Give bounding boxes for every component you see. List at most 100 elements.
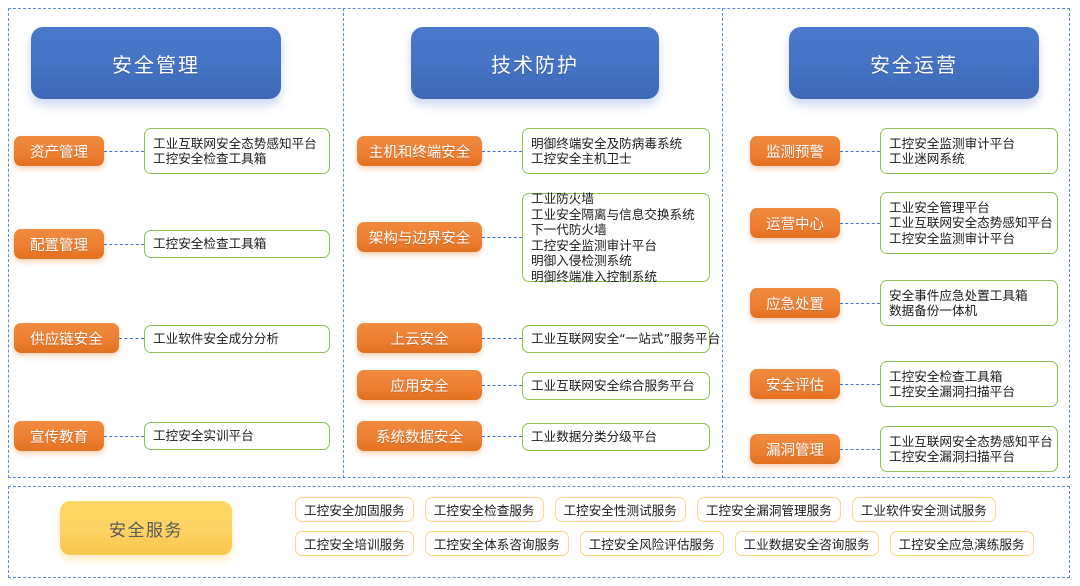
connector-line bbox=[840, 384, 880, 385]
service-tag[interactable]: 工控安全培训服务 bbox=[295, 531, 414, 556]
detail-line: 工控安全监测审计平台 bbox=[531, 237, 657, 253]
category-host-endpoint-security[interactable]: 主机和终端安全 bbox=[357, 136, 482, 166]
category-supply-chain-security[interactable]: 供应链安全 bbox=[14, 323, 119, 353]
category-vulnerability-management[interactable]: 漏洞管理 bbox=[750, 434, 840, 464]
detail-box-monitoring-warning: 工控安全监测审计平台 工业迷网系统 bbox=[880, 128, 1058, 174]
category-system-data-security[interactable]: 系统数据安全 bbox=[357, 421, 482, 451]
upper-panel bbox=[8, 8, 1070, 478]
connector-line bbox=[104, 244, 144, 245]
detail-line: 工业互联网安全“一站式”服务平台 bbox=[531, 331, 721, 347]
connector-line bbox=[104, 436, 144, 437]
column-header-technical-protection[interactable]: 技术防护 bbox=[411, 27, 659, 99]
detail-line: 明御终端准入控制系统 bbox=[531, 268, 657, 284]
detail-line: 工控安全漏洞扫描平台 bbox=[889, 384, 1015, 399]
connector-line bbox=[840, 151, 880, 152]
category-publicity-education[interactable]: 宣传教育 bbox=[14, 421, 104, 451]
category-operations-center[interactable]: 运营中心 bbox=[750, 208, 840, 238]
connector-line bbox=[482, 338, 522, 339]
service-tag[interactable]: 工业软件安全测试服务 bbox=[851, 497, 996, 522]
services-header[interactable]: 安全服务 bbox=[60, 501, 232, 555]
detail-line: 明御终端安全及防病毒系统 bbox=[531, 135, 683, 151]
category-security-assessment[interactable]: 安全评估 bbox=[750, 369, 840, 399]
connector-line bbox=[482, 436, 522, 437]
category-architecture-boundary-security[interactable]: 架构与边界安全 bbox=[357, 222, 482, 252]
category-cloud-security[interactable]: 上云安全 bbox=[357, 323, 482, 353]
category-configuration-management[interactable]: 配置管理 bbox=[14, 229, 104, 259]
connector-line bbox=[840, 303, 880, 304]
detail-line: 工业软件安全成分分析 bbox=[153, 331, 279, 347]
detail-line: 数据备份一体机 bbox=[889, 303, 978, 318]
service-tag[interactable]: 工控安全性测试服务 bbox=[554, 497, 686, 522]
detail-line: 工控安全监测审计平台 bbox=[889, 135, 1015, 151]
connector-line bbox=[119, 338, 144, 339]
detail-line: 工控安全检查工具箱 bbox=[889, 368, 1003, 384]
service-tag[interactable]: 工业数据安全咨询服务 bbox=[734, 531, 879, 556]
category-label: 供应链安全 bbox=[30, 331, 103, 348]
detail-box-asset-management: 工业互联网安全态势感知平台 工控安全检查工具箱 bbox=[144, 128, 330, 174]
category-asset-management[interactable]: 资产管理 bbox=[14, 136, 104, 166]
detail-box-application-security: 工业互联网安全综合服务平台 bbox=[522, 372, 710, 400]
detail-line: 工业互联网安全态势感知平台 bbox=[889, 215, 1053, 231]
detail-line: 工业防火墙 bbox=[531, 191, 594, 206]
category-application-security[interactable]: 应用安全 bbox=[357, 370, 482, 400]
detail-box-supply-chain-security: 工业软件安全成分分析 bbox=[144, 325, 330, 353]
services-title: 安全服务 bbox=[109, 520, 183, 541]
connector-line bbox=[482, 385, 522, 386]
column-divider-2 bbox=[722, 8, 723, 478]
detail-line: 工控安全监测审计平台 bbox=[889, 230, 1015, 246]
service-tag[interactable]: 工控安全应急演练服务 bbox=[889, 531, 1034, 556]
detail-box-system-data-security: 工业数据分类分级平台 bbox=[522, 423, 710, 451]
service-tag-row-2: 工控安全培训服务 工控安全体系咨询服务 工控安全风险评估服务 工业数据安全咨询服… bbox=[295, 531, 1055, 556]
category-label: 资产管理 bbox=[30, 144, 88, 161]
connector-line bbox=[840, 223, 880, 224]
detail-box-emergency-response: 安全事件应急处置工具箱 数据备份一体机 bbox=[880, 280, 1058, 326]
service-tag-grid: 工控安全加固服务 工控安全检查服务 工控安全性测试服务 工控安全漏洞管理服务 工… bbox=[295, 497, 1055, 565]
service-tag-row-1: 工控安全加固服务 工控安全检查服务 工控安全性测试服务 工控安全漏洞管理服务 工… bbox=[295, 497, 1055, 522]
category-label: 安全评估 bbox=[766, 377, 824, 394]
detail-line: 工控安全漏洞扫描平台 bbox=[889, 449, 1015, 464]
detail-line: 工业互联网安全态势感知平台 bbox=[889, 433, 1053, 449]
category-label: 架构与边界安全 bbox=[368, 230, 471, 247]
service-tag[interactable]: 工控安全检查服务 bbox=[424, 497, 544, 522]
detail-line: 下一代防火墙 bbox=[531, 222, 607, 237]
category-label: 系统数据安全 bbox=[376, 429, 463, 446]
category-label: 上云安全 bbox=[390, 331, 449, 348]
detail-box-cloud-security: 工业互联网安全“一站式”服务平台 bbox=[522, 325, 721, 353]
category-emergency-response[interactable]: 应急处置 bbox=[750, 288, 840, 318]
detail-box-vulnerability-management: 工业互联网安全态势感知平台 工控安全漏洞扫描平台 bbox=[880, 426, 1058, 472]
detail-box-host-endpoint-security: 明御终端安全及防病毒系统 工控安全主机卫士 bbox=[522, 128, 710, 174]
column-header-security-management[interactable]: 安全管理 bbox=[31, 27, 281, 99]
service-tag[interactable]: 工控安全加固服务 bbox=[295, 497, 414, 522]
category-label: 应急处置 bbox=[766, 296, 824, 313]
connector-line bbox=[104, 151, 144, 152]
connector-line bbox=[840, 449, 880, 450]
detail-box-architecture-boundary-security: 工业防火墙 工业安全隔离与信息交换系统 下一代防火墙 工控安全监测审计平台 明御… bbox=[522, 191, 710, 284]
category-label: 宣传教育 bbox=[30, 429, 88, 446]
detail-line: 工业安全管理平台 bbox=[889, 199, 990, 215]
category-label: 应用安全 bbox=[390, 378, 449, 395]
column-title: 技术防护 bbox=[491, 52, 579, 77]
detail-line: 工控安全实训平台 bbox=[153, 428, 254, 444]
detail-box-security-assessment: 工控安全检查工具箱 工控安全漏洞扫描平台 bbox=[880, 361, 1058, 407]
detail-line: 工业互联网安全态势感知平台 bbox=[153, 135, 317, 151]
detail-line: 工业互联网安全综合服务平台 bbox=[531, 378, 695, 394]
detail-box-operations-center: 工业安全管理平台 工业互联网安全态势感知平台 工控安全监测审计平台 bbox=[880, 192, 1058, 254]
detail-box-configuration-management: 工控安全检查工具箱 bbox=[144, 230, 330, 258]
service-tag[interactable]: 工控安全漏洞管理服务 bbox=[696, 497, 841, 522]
lower-panel bbox=[8, 486, 1070, 578]
detail-line: 工业迷网系统 bbox=[889, 151, 965, 166]
category-label: 主机和终端安全 bbox=[368, 144, 471, 161]
category-monitoring-warning[interactable]: 监测预警 bbox=[750, 136, 840, 166]
service-tag[interactable]: 工控安全体系咨询服务 bbox=[424, 531, 569, 556]
column-header-security-operations[interactable]: 安全运营 bbox=[789, 27, 1039, 99]
service-tag[interactable]: 工控安全风险评估服务 bbox=[579, 531, 724, 556]
column-title: 安全运营 bbox=[870, 52, 958, 77]
category-label: 配置管理 bbox=[30, 237, 88, 254]
connector-line bbox=[482, 151, 522, 152]
category-label: 漏洞管理 bbox=[766, 442, 824, 459]
detail-line: 明御入侵检测系统 bbox=[531, 253, 632, 268]
connector-line bbox=[482, 237, 522, 238]
detail-line: 工业安全隔离与信息交换系统 bbox=[531, 206, 695, 222]
category-label: 监测预警 bbox=[766, 144, 824, 161]
